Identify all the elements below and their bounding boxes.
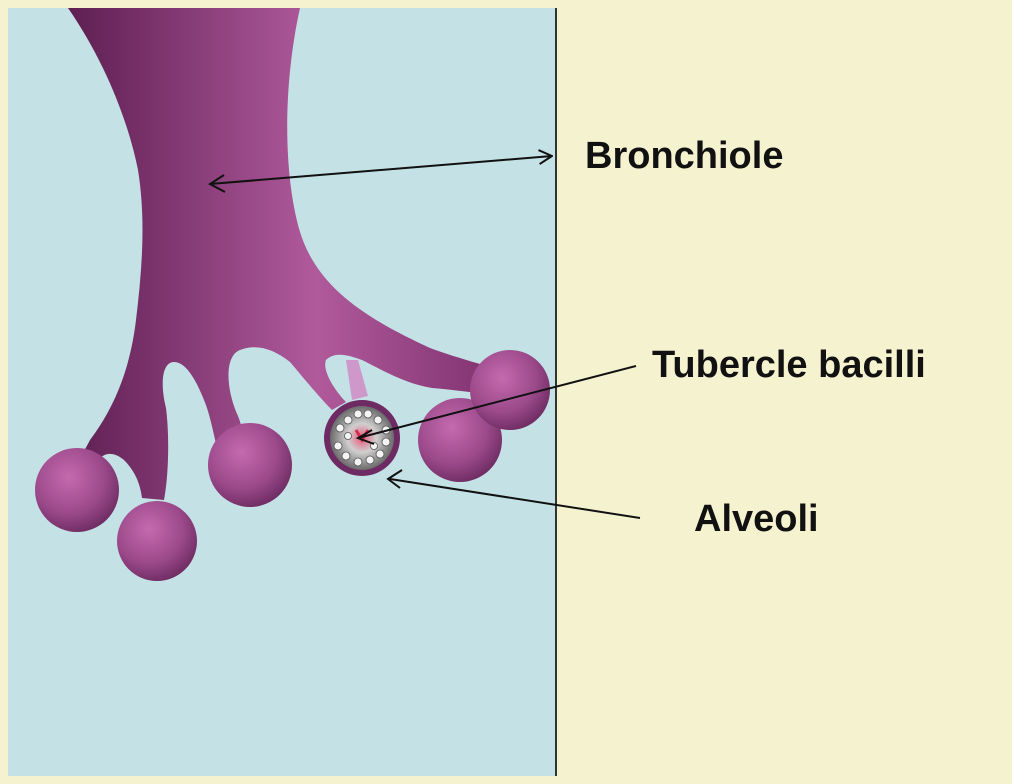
alveolus: [35, 448, 119, 532]
tubercle-bacilli-label: Tubercle bacilli: [652, 346, 926, 384]
alveolus: [208, 423, 292, 507]
alveolus: [117, 501, 197, 581]
alveoli-label: Alveoli: [694, 500, 819, 538]
alveolus: [470, 350, 550, 430]
bronchiole-label: Bronchiole: [585, 137, 783, 175]
